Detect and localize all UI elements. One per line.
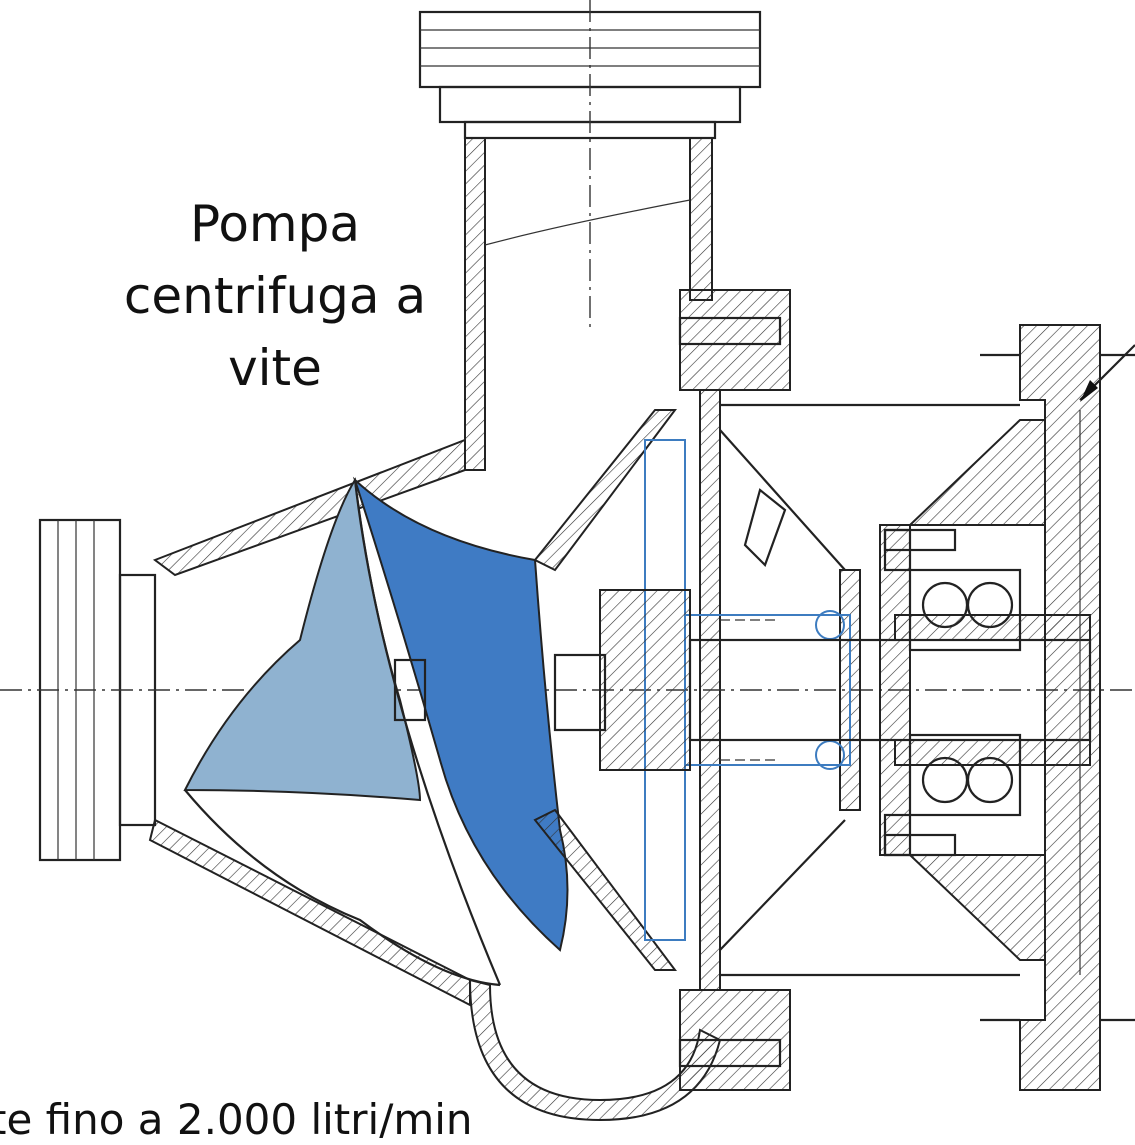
impeller-blade-front (352, 476, 569, 952)
bolts (678, 316, 957, 1068)
discharge-pipe (464, 0, 713, 471)
diagram-title: Pompa centrifuga a vite (110, 188, 440, 404)
flow-rate-caption: te fino a 2.000 litri/min (0, 1095, 473, 1144)
suction-inlet-connector (0, 518, 1135, 862)
title-line-1: Pompa (189, 195, 361, 253)
pump-bracket (533, 403, 1020, 977)
motor-flange (907, 324, 1135, 1091)
title-line-2: centrifuga a vite (123, 267, 427, 397)
screw-impeller (183, 476, 569, 987)
